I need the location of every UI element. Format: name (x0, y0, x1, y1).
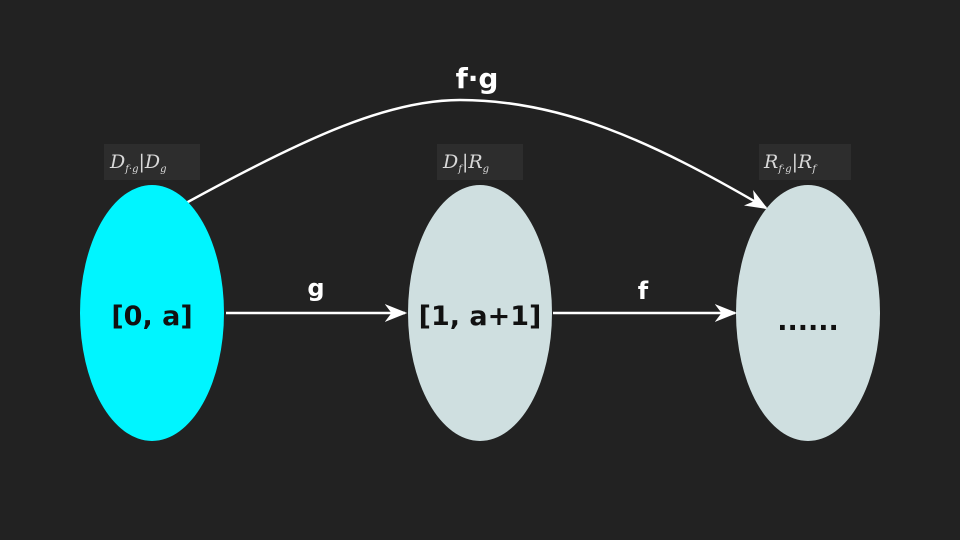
domain-node (80, 185, 224, 441)
middle-set-label: Df|Rg (442, 151, 489, 175)
range-set-label-box (759, 144, 851, 180)
range-set-label: Rf·g|Rf (763, 151, 818, 175)
g-edge-label: g (307, 274, 324, 302)
domain-set-label: Df·g|Dg (109, 151, 167, 175)
domain-set-label-box (104, 144, 200, 180)
f-edge-label: f (638, 277, 649, 305)
range-node (736, 185, 880, 441)
middle-node-label: [1, a+1] (419, 301, 542, 332)
domain-node-label: [0, a] (111, 301, 192, 332)
middle-node (408, 185, 552, 441)
middle-set-label-box (437, 144, 523, 180)
composite-edge-f-g (185, 98, 768, 210)
composite-edge-label: f·g (456, 62, 499, 95)
range-node-label: ...... (777, 306, 839, 337)
